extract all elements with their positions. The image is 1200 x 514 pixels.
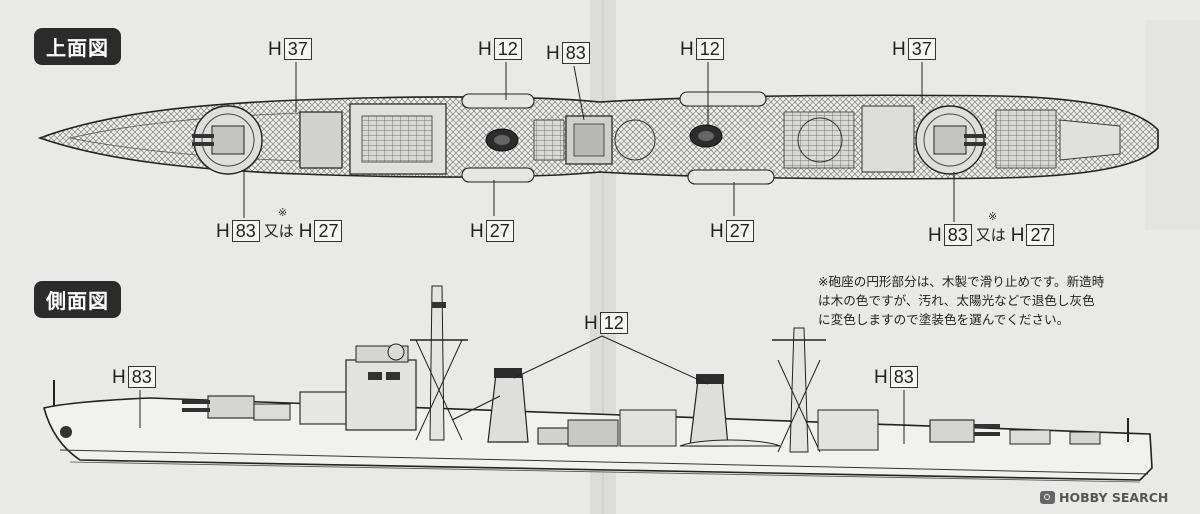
forward-gun-mount <box>192 105 263 175</box>
watermark-text: HOBBY SEARCH <box>1059 490 1169 505</box>
brand-logo-icon <box>1040 491 1055 504</box>
note-line: は木の色ですが、汚れ、太陽光などで退色し灰色 <box>818 293 1095 308</box>
side-view-ship <box>43 285 1153 483</box>
side-view-title: 側面図 <box>34 281 121 318</box>
asterisk-mark: ※ <box>278 206 288 219</box>
top-view-title: 上面図 <box>34 28 121 65</box>
painting-note: ※砲座の円形部分は、木製で滑り止めです。新造時 は木の色ですが、汚れ、太陽光など… <box>818 272 1178 329</box>
note-line: に変色しますので塗装色を選んでください。 <box>818 312 1070 327</box>
aft-gun-mount <box>915 105 986 175</box>
asterisk-mark: ※ <box>988 210 998 223</box>
top-leader-lines <box>243 62 955 222</box>
top-view-ship <box>37 91 1159 185</box>
watermark: HOBBY SEARCH <box>1040 490 1168 505</box>
note-line: ※砲座の円形部分は、木製で滑り止めです。新造時 <box>818 274 1105 289</box>
side-leader-lines <box>139 335 905 444</box>
